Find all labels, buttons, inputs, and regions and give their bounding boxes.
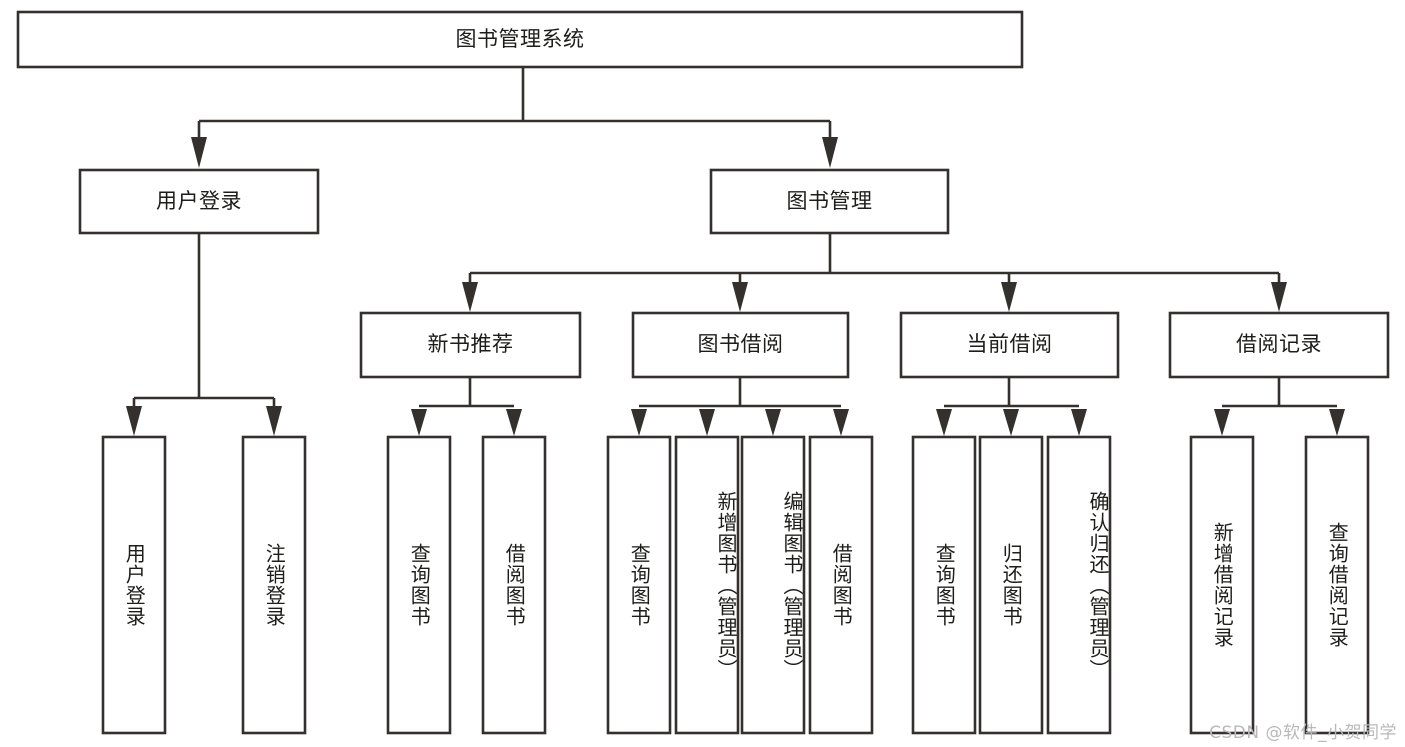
arrow-head-leaf-user-logout — [266, 406, 282, 436]
connector-group-root — [191, 67, 838, 168]
arrow-head-leaf-user-login — [126, 406, 142, 436]
arrow-head-leaf-edit-book — [765, 409, 781, 436]
node-box-leaf-add-record[interactable] — [1189, 435, 1255, 735]
connector-group-book-manage — [462, 233, 1287, 312]
connector-group-new-book-recommend — [411, 377, 522, 436]
node-box-leaf-query-book-3[interactable] — [911, 435, 977, 735]
arrow-head-leaf-borrow-book-1 — [506, 409, 522, 436]
node-box-leaf-query-book-1[interactable] — [386, 435, 452, 735]
arrow-head-leaf-borrow-book-2 — [833, 409, 849, 436]
node-box-leaf-query-record[interactable] — [1304, 435, 1370, 735]
arrow-head-leaf-query-book-2 — [631, 409, 647, 436]
node-box-leaf-edit-book[interactable] — [740, 435, 806, 735]
node-box-current-borrow[interactable] — [899, 311, 1120, 379]
arrow-head-leaf-query-record — [1329, 409, 1345, 436]
arrow-head-leaf-query-book-3 — [936, 409, 952, 436]
arrow-head-book-manage — [822, 137, 838, 168]
node-box-leaf-user-login[interactable] — [101, 435, 167, 735]
node-box-leaf-add-book[interactable] — [674, 435, 740, 735]
arrow-head-leaf-query-book-1 — [411, 409, 427, 436]
arrow-head-leaf-confirm-return — [1071, 409, 1087, 436]
node-box-leaf-query-book-2[interactable] — [606, 435, 672, 735]
node-box-leaf-return-book[interactable] — [978, 435, 1044, 735]
connector-group-user-login — [126, 233, 282, 436]
connector-group-borrow-record — [1214, 377, 1345, 436]
arrow-head-borrow-record — [1271, 282, 1287, 312]
arrow-head-leaf-add-record — [1214, 409, 1230, 436]
arrow-head-current-borrow — [1001, 282, 1017, 312]
node-box-root[interactable] — [16, 10, 1024, 69]
node-box-user-login[interactable] — [78, 168, 320, 235]
csdn-watermark: CSDN @软件_小贺同学 — [1209, 723, 1397, 743]
connector-group-current-borrow — [936, 377, 1087, 436]
arrow-head-book-borrow — [732, 282, 748, 312]
arrow-head-leaf-add-book — [699, 409, 715, 436]
arrow-head-leaf-return-book — [1003, 409, 1019, 436]
node-box-new-book-recommend[interactable] — [359, 311, 582, 379]
node-box-leaf-borrow-book-2[interactable] — [808, 435, 874, 735]
node-box-leaf-user-logout[interactable] — [241, 435, 307, 735]
node-box-book-borrow[interactable] — [631, 311, 850, 379]
node-box-borrow-record[interactable] — [1168, 311, 1390, 379]
connector-group-book-borrow — [631, 377, 849, 436]
node-box-leaf-confirm-return[interactable] — [1046, 435, 1112, 735]
arrow-head-user-login — [191, 137, 207, 168]
node-box-leaf-borrow-book-1[interactable] — [481, 435, 547, 735]
node-box-book-manage[interactable] — [709, 168, 950, 235]
arrow-head-new-book-recommend — [462, 282, 478, 312]
